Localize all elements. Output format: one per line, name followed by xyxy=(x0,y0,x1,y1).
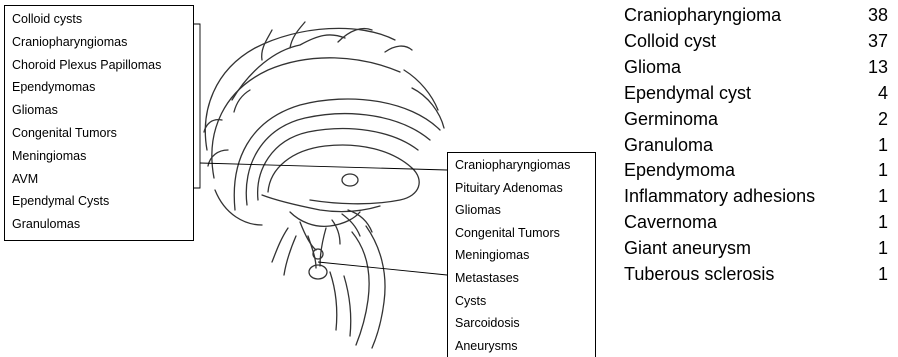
table-row: Cavernoma 1 xyxy=(624,210,888,236)
right-label-box: Craniopharyngiomas Pituitary Adenomas Gl… xyxy=(447,152,596,357)
row-count: 1 xyxy=(878,236,888,262)
left-label-box: Colloid cysts Craniopharyngiomas Choroid… xyxy=(4,5,194,241)
list-item: Gliomas xyxy=(5,99,193,122)
vessel-outline xyxy=(205,28,395,150)
vessel-lower xyxy=(332,220,340,244)
row-count: 13 xyxy=(868,55,888,81)
vessel-outline xyxy=(404,70,444,128)
stats-table: Craniopharyngioma 38 Colloid cyst 37 Gliom… xyxy=(624,3,888,288)
list-item: Congenital Tumors xyxy=(5,122,193,145)
corpus-callosum xyxy=(234,99,440,210)
table-row: Glioma 13 xyxy=(624,55,888,81)
row-count: 1 xyxy=(878,133,888,159)
row-label: Colloid cyst xyxy=(624,29,716,55)
row-label: Ependymal cyst xyxy=(624,81,751,107)
table-row: Ependymoma 1 xyxy=(624,158,888,184)
list-item: Sarcoidosis xyxy=(448,312,595,335)
list-item: AVM xyxy=(5,168,193,191)
list-item: Craniopharyngiomas xyxy=(5,31,193,54)
pituitary-stalk xyxy=(320,228,326,266)
row-count: 37 xyxy=(868,29,888,55)
table-row: Inflammatory adhesions 1 xyxy=(624,184,888,210)
row-count: 4 xyxy=(878,81,888,107)
row-count: 1 xyxy=(878,158,888,184)
row-label: Germinoma xyxy=(624,107,718,133)
list-item: Craniopharyngiomas xyxy=(448,154,595,177)
table-row: Giant aneurysm 1 xyxy=(624,236,888,262)
vessel-lower xyxy=(215,190,262,225)
ventricle xyxy=(268,145,419,204)
vessel-outline xyxy=(262,22,305,60)
table-row: Granuloma 1 xyxy=(624,133,888,159)
list-item: Metastases xyxy=(448,267,595,290)
row-count: 1 xyxy=(878,210,888,236)
table-row: Ependymal cyst 4 xyxy=(624,81,888,107)
list-item: Ependymal Cysts xyxy=(5,190,193,213)
left-box-bracket xyxy=(194,24,200,188)
list-item: Meningiomas xyxy=(5,145,193,168)
table-row: Tuberous sclerosis 1 xyxy=(624,262,888,288)
vessel-lower xyxy=(272,228,296,275)
table-row: Colloid cyst 37 xyxy=(624,29,888,55)
pituitary-stalk xyxy=(308,236,316,268)
row-label: Craniopharyngioma xyxy=(624,3,781,29)
row-label: Tuberous sclerosis xyxy=(624,262,774,288)
list-item: Choroid Plexus Papillomas xyxy=(5,54,193,77)
list-item: Gliomas xyxy=(448,199,595,222)
table-row: Germinoma 2 xyxy=(624,107,888,133)
row-count: 1 xyxy=(878,262,888,288)
row-label: Cavernoma xyxy=(624,210,717,236)
row-label: Granuloma xyxy=(624,133,713,159)
row-label: Giant aneurysm xyxy=(624,236,751,262)
table-row: Craniopharyngioma 38 xyxy=(624,3,888,29)
list-item: Aneurysms xyxy=(448,335,595,357)
row-count: 38 xyxy=(868,3,888,29)
vessel-lower xyxy=(342,210,372,236)
list-item: Pituitary Adenomas xyxy=(448,177,595,200)
foramen xyxy=(342,174,358,186)
list-item: Congenital Tumors xyxy=(448,222,595,245)
brainstem xyxy=(352,232,369,345)
list-item: Ependymomas xyxy=(5,76,193,99)
row-label: Glioma xyxy=(624,55,681,81)
pituitary-gland xyxy=(313,249,323,259)
corpus-callosum xyxy=(246,114,430,205)
brainstem xyxy=(330,272,351,336)
row-count: 1 xyxy=(878,184,888,210)
list-item: Granulomas xyxy=(5,213,193,236)
row-label: Ependymoma xyxy=(624,158,735,184)
list-item: Colloid cysts xyxy=(5,8,193,31)
list-item: Cysts xyxy=(448,290,595,313)
list-item: Meningiomas xyxy=(448,244,595,267)
row-count: 2 xyxy=(878,107,888,133)
pituitary-gland xyxy=(309,265,327,279)
row-label: Inflammatory adhesions xyxy=(624,184,815,210)
